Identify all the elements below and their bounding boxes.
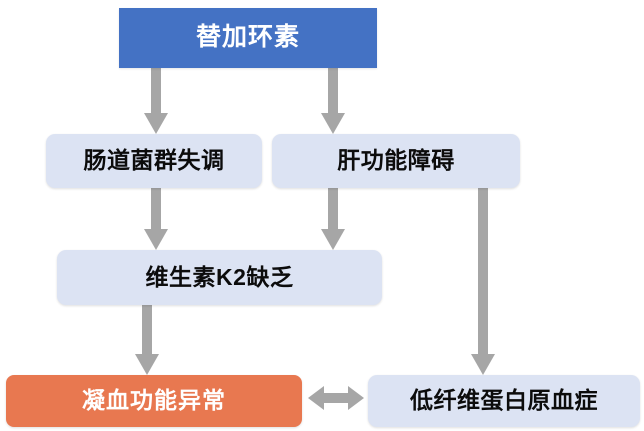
node-gut-dysbiosis-label: 肠道菌群失调 xyxy=(83,147,225,174)
edge-gut-to-k2 xyxy=(142,186,170,252)
node-liver-dysfunction[interactable]: 肝功能障碍 xyxy=(272,134,520,188)
edge-coagulation-hypofib xyxy=(308,383,364,413)
node-vitamin-k2-deficiency-label: 维生素K2缺乏 xyxy=(145,263,294,290)
edge-liver-to-hypofib xyxy=(469,186,497,377)
edge-k2-to-coagulation xyxy=(133,303,161,377)
edge-root-to-liver xyxy=(319,66,347,136)
node-tigecycline-label: 替加环素 xyxy=(195,23,300,52)
edge-root-to-gut xyxy=(142,66,170,136)
node-vitamin-k2-deficiency[interactable]: 维生素K2缺乏 xyxy=(57,250,382,305)
node-gut-dysbiosis[interactable]: 肠道菌群失调 xyxy=(46,134,262,188)
node-coagulation-disorder[interactable]: 凝血功能异常 xyxy=(6,375,302,427)
node-tigecycline[interactable]: 替加环素 xyxy=(119,8,377,68)
node-hypofibrinogenemia-label: 低纤维蛋白原血症 xyxy=(410,387,598,414)
node-coagulation-disorder-label: 凝血功能异常 xyxy=(82,387,226,414)
node-hypofibrinogenemia[interactable]: 低纤维蛋白原血症 xyxy=(368,375,640,427)
node-liver-dysfunction-label: 肝功能障碍 xyxy=(337,147,455,174)
edge-liver-to-k2 xyxy=(319,186,347,252)
